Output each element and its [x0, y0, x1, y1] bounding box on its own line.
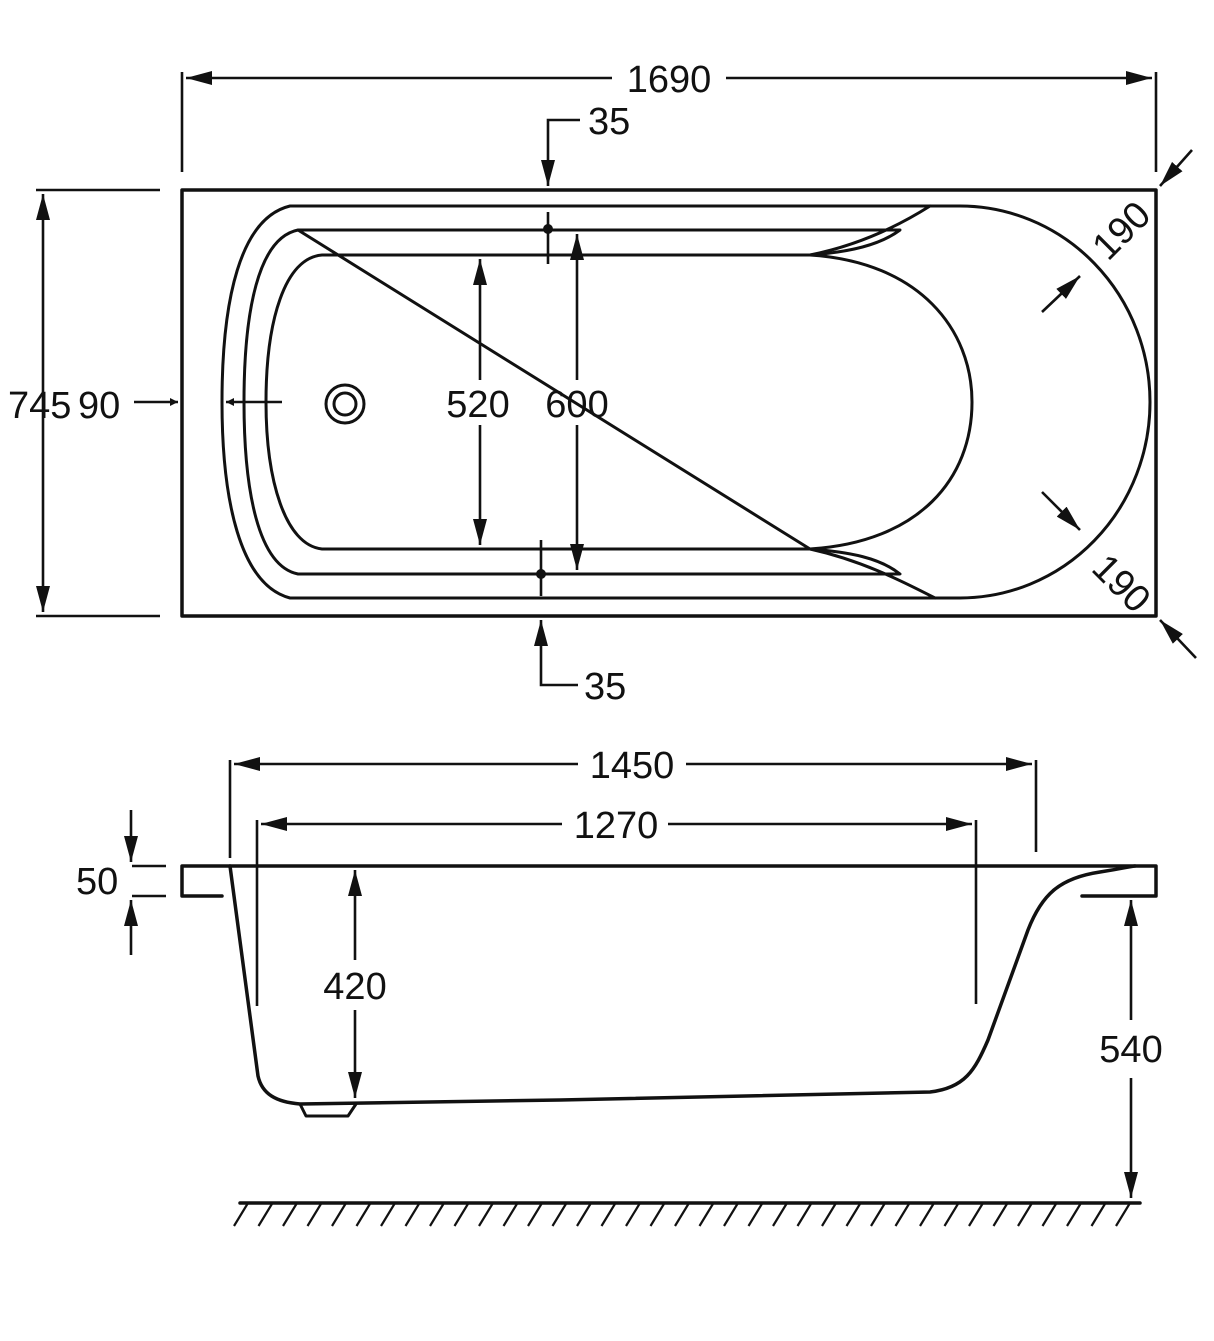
floor-hatch-line [600, 1202, 617, 1227]
top-view: 1690 745 90 35 35 [8, 59, 1197, 708]
head-curve-bottom [808, 547, 937, 600]
dim-length-2: 1270 [255, 805, 978, 1006]
dim-drain-offset-label: 90 [78, 385, 120, 427]
dim-overall-length-label: 1690 [627, 59, 712, 101]
dim-offset-bottom: 35 [534, 540, 626, 708]
side-view: 1450 1270 50 420 540 [76, 745, 1163, 1227]
dim-rim-thickness: 50 [76, 810, 166, 955]
dim-offset-top: 35 [541, 101, 630, 264]
floor-hatch-line [894, 1202, 911, 1227]
floor-hatch-line [502, 1202, 519, 1227]
dim-offset-top-label: 35 [588, 101, 630, 143]
floor-hatch-line [1115, 1202, 1131, 1227]
floor-hatch-line [698, 1202, 715, 1227]
dim-depth: 420 [323, 870, 387, 1098]
drain-outer [324, 383, 366, 425]
floor-hatch-line [649, 1202, 666, 1227]
dim-radius-bottom-label: 190 [1084, 547, 1159, 622]
dim-inner-width: 520 [446, 259, 510, 545]
inner-rim-contour [242, 228, 902, 576]
floor-hatch-line [404, 1202, 421, 1227]
floor-hatch-line [233, 1202, 249, 1227]
dim-rim-thickness-label: 50 [76, 861, 118, 903]
dim-inner-width-label: 520 [446, 384, 509, 426]
dim-rim-width-label: 600 [545, 384, 608, 426]
dim-overall-width: 745 [8, 188, 160, 618]
floor-hatch-line [870, 1202, 886, 1227]
floor-hatch-line [1041, 1202, 1058, 1227]
floor-hatch-line [1066, 1202, 1082, 1227]
floor-hatch-line [821, 1202, 837, 1227]
dim-radius-top: 190 [1041, 149, 1193, 313]
floor-hatch-line [723, 1202, 739, 1227]
floor-hatch-line [747, 1202, 764, 1227]
floor-hatch-line [551, 1202, 568, 1227]
dim-offset-bottom-label: 35 [584, 666, 626, 708]
floor-hatch-line [1090, 1202, 1107, 1227]
floor-hatch-line [478, 1202, 494, 1227]
floor-hatch-line [1017, 1202, 1033, 1227]
floor-hatch-line [992, 1202, 1009, 1227]
dim-radius-top-label: 190 [1085, 194, 1160, 269]
dim-radius-bottom: 190 [1041, 491, 1197, 659]
floor-hatch-line [919, 1202, 935, 1227]
drain-foot [298, 1102, 358, 1118]
floor-hatch-line [796, 1202, 813, 1227]
dim-rim-width: 600 [545, 234, 609, 570]
floor-hatch-line [331, 1202, 347, 1227]
dim-drain-offset: 90 [78, 385, 282, 427]
floor-hatch-line [625, 1202, 641, 1227]
floor-hatching [233, 1201, 1142, 1227]
dim-depth-label: 420 [323, 966, 386, 1008]
floor-hatch-line [282, 1202, 298, 1227]
floor-hatch-line [355, 1202, 372, 1227]
floor-hatch-line [380, 1202, 396, 1227]
floor-hatch-line [943, 1202, 960, 1227]
dim-length-2-label: 1270 [574, 805, 659, 847]
dim-length-1: 1450 [228, 745, 1038, 858]
dim-overall-width-label: 745 [8, 385, 71, 427]
tub-outline [180, 188, 1158, 618]
floor-hatch-line [429, 1202, 445, 1227]
head-curve-top [808, 204, 932, 257]
dim-total-height-label: 540 [1099, 1029, 1162, 1071]
floor-hatch-line [845, 1202, 862, 1227]
rim-contour [220, 204, 1152, 600]
floor-hatch-line [306, 1202, 323, 1227]
floor-hatch-line [772, 1202, 788, 1227]
tub-body-profile [228, 864, 1137, 1106]
dim-overall-length: 1690 [180, 59, 1158, 172]
floor-hatch-line [674, 1202, 690, 1227]
floor-hatch-line [453, 1202, 470, 1227]
floor-hatch-line [968, 1202, 984, 1227]
basin-floor [264, 253, 974, 551]
floor-hatch-line [527, 1202, 543, 1227]
dim-length-1-label: 1450 [590, 745, 675, 787]
floor-hatch-line [257, 1202, 274, 1227]
drain-inner [332, 391, 358, 417]
floor-hatch-line [576, 1202, 592, 1227]
rim-slab [180, 864, 1158, 898]
dim-total-height: 540 [1099, 900, 1163, 1198]
